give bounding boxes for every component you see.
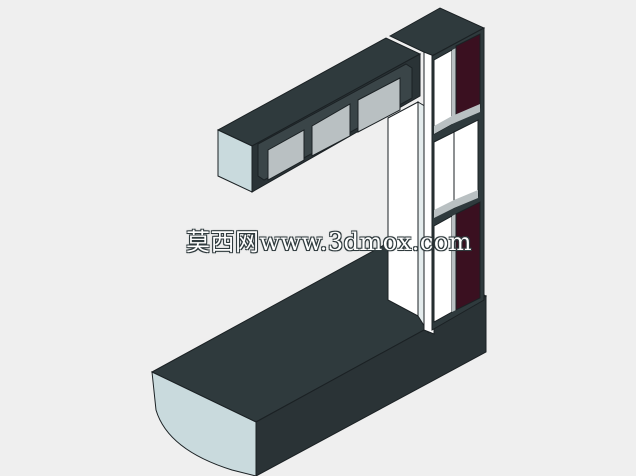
tower-cell-3-accent [455,201,481,311]
tower-cell-3-divider [452,214,456,312]
watermark-text: 莫西网www.3dmox.com [186,228,473,256]
upper-end-face [217,129,253,193]
tower-shelf-1 [434,104,480,134]
shelf-tower [388,7,486,335]
upper-opening-1 [267,129,305,181]
upper-shelf [216,37,422,193]
vertical-panel [387,101,429,334]
tower-shelf-2 [434,190,478,218]
upper-opening-3 [357,77,401,133]
upper-opening-2 [311,103,351,157]
panel-front-face [387,101,419,317]
base-front-face [151,371,257,476]
tower-cell-1-divider [452,48,456,124]
